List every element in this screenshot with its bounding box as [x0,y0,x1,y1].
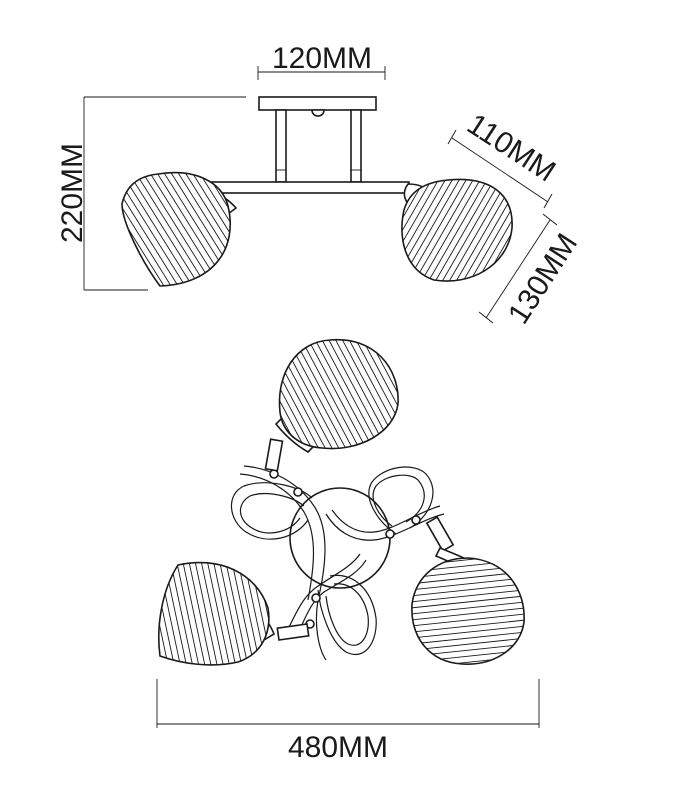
canopy-width-dimension: 120MM [257,42,386,80]
side-view: 120MM 220MM [56,42,584,330]
total-height-dimension: 220MM [56,96,246,291]
shade-width-label: 110MM [461,108,561,189]
holder-right [425,516,455,552]
loop-arm-right [325,466,445,541]
loop-arm-left [230,465,326,601]
center-canopy [289,487,391,589]
bottom-right-shade [411,546,525,665]
holder-top [264,438,284,472]
total-diameter-dimension: 480MM [156,679,540,764]
top-view: 480MM [156,338,540,764]
loop-arm-bottom [285,553,377,661]
holder-left [276,623,310,641]
total-diameter-label: 480MM [288,731,388,764]
canopy-width-label: 120MM [272,42,372,75]
bottom-left-shade [158,561,275,666]
top-shade [274,338,399,453]
horizontal-arm [197,181,410,194]
right-shade [401,178,513,282]
canopy [258,96,377,183]
left-shade [121,171,238,287]
shade-height-label: 130MM [502,228,584,330]
total-height-label: 220MM [56,143,89,243]
